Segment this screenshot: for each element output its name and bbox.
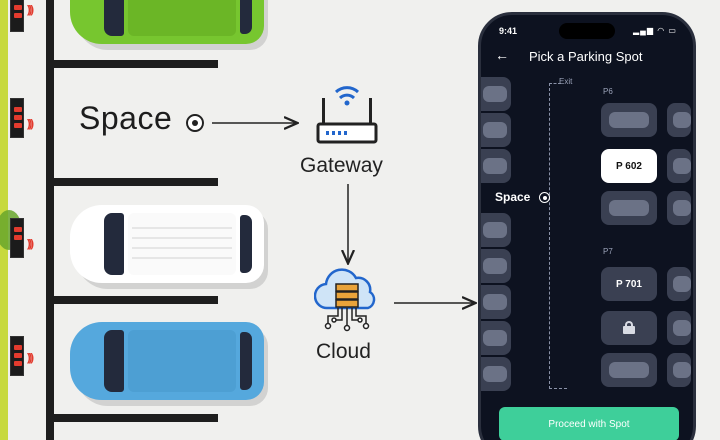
parking-slot[interactable] [601, 103, 657, 137]
exit-label: Exit [559, 77, 573, 86]
parking-line [54, 414, 218, 422]
signal-waves-icon: ))) [27, 352, 34, 364]
lane-divider [46, 0, 54, 440]
parking-slot[interactable] [481, 213, 511, 247]
gateway-label: Gateway [300, 154, 383, 177]
parking-slot[interactable] [667, 267, 691, 301]
parking-slot[interactable] [481, 249, 511, 283]
status-time: 9:41 [499, 26, 518, 36]
route-path [549, 83, 550, 389]
signal-waves-icon: ))) [27, 238, 34, 250]
phone-space-label: Space [495, 190, 531, 204]
cloud-server-icon [314, 268, 376, 332]
parking-slot-selected[interactable]: P 602 [601, 149, 657, 183]
parking-slot-locked [601, 311, 657, 345]
parking-slot[interactable] [601, 191, 657, 225]
signal-waves-icon: ))) [27, 118, 34, 130]
parking-slot-p701[interactable]: P 701 [601, 267, 657, 301]
space-label: Space [79, 100, 173, 136]
car-green [70, 0, 268, 50]
parking-slot[interactable] [667, 353, 691, 387]
car-white [70, 205, 268, 289]
parking-slot[interactable] [481, 77, 511, 111]
space-marker-icon [186, 114, 204, 132]
phone-notch [559, 23, 615, 39]
status-icons: ▂▄▆ ◠ ▭ [633, 26, 677, 35]
parking-slot[interactable] [481, 113, 511, 147]
parking-slot[interactable] [667, 191, 691, 225]
parking-slot[interactable] [667, 103, 691, 137]
parking-sensor [10, 0, 24, 32]
parking-slot[interactable] [481, 357, 511, 391]
parking-sensor [10, 218, 24, 258]
parking-slot[interactable] [481, 321, 511, 355]
lock-icon [623, 321, 635, 334]
parking-slot[interactable] [481, 285, 511, 319]
parking-line [54, 60, 218, 68]
parking-slot[interactable] [601, 353, 657, 387]
back-arrow-icon[interactable]: ← [495, 47, 509, 63]
space-marker-icon [539, 192, 550, 203]
parking-slot[interactable] [667, 311, 691, 345]
section-label-p7: P7 [603, 247, 613, 256]
parking-slot[interactable] [667, 149, 691, 183]
router-icon [316, 86, 378, 144]
signal-waves-icon: ))) [27, 4, 34, 16]
parking-sensor [10, 336, 24, 376]
proceed-with-spot-button[interactable]: Proceed with Spot [499, 407, 679, 440]
parking-sensor [10, 98, 24, 138]
parking-line [54, 296, 218, 304]
phone-mockup: 9:41 ▂▄▆ ◠ ▭ ← Pick a Parking Spot Exit … [478, 12, 696, 440]
parking-line [54, 178, 218, 186]
car-blue [70, 322, 268, 406]
screen-title: Pick a Parking Spot [529, 49, 643, 64]
section-label-p6: P6 [603, 87, 613, 96]
cloud-label: Cloud [316, 340, 371, 363]
parking-slot[interactable] [481, 149, 511, 183]
